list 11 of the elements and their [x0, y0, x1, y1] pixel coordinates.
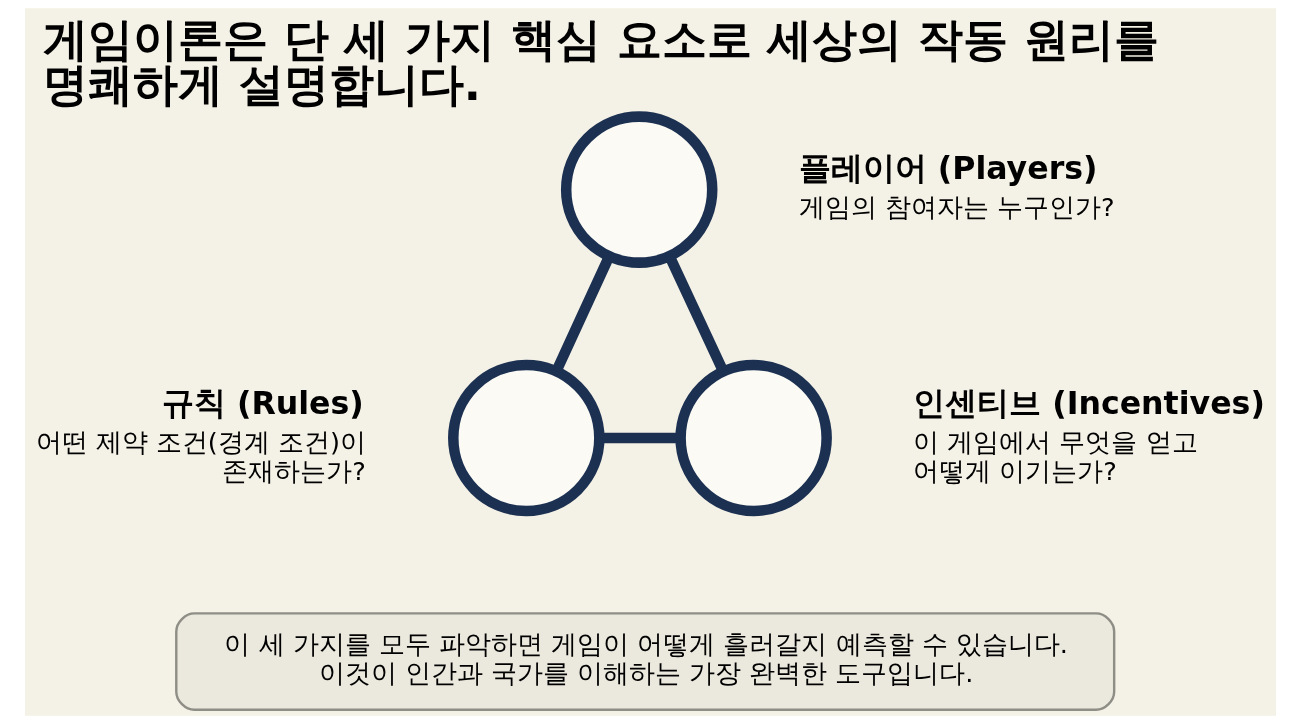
node-circle: [674, 359, 832, 517]
node-box: 이 세 가지를 모두 파악하면 게임이 어떻게 흘러갈지 예측할 수 있습니다. 이것이 인간과 국가를 이해하는 가장 완벽한 도구입니다.: [174, 612, 1115, 711]
diagram-title: 게임이론은 단 세 가지 핵심 요소로 세상의 작동 원리를 명쾌하게 설명합니다.: [42, 12, 1159, 112]
node-label: 어떤 제약 조건(경계 조건)이 존재하는가?: [35, 426, 366, 486]
node-label: 게임의 참여자는 누구인가?: [798, 192, 1115, 223]
node-label: 플레이어 (Players): [798, 149, 1097, 186]
node-circle: [560, 111, 717, 268]
node-label: 규칙 (Rules): [161, 384, 364, 421]
node-label: 인센티브 (Incentives): [912, 384, 1265, 421]
node-label: 이 게임에서 무엇을 얻고 어떻게 이기는가?: [912, 426, 1198, 486]
node-circle: [447, 359, 605, 517]
